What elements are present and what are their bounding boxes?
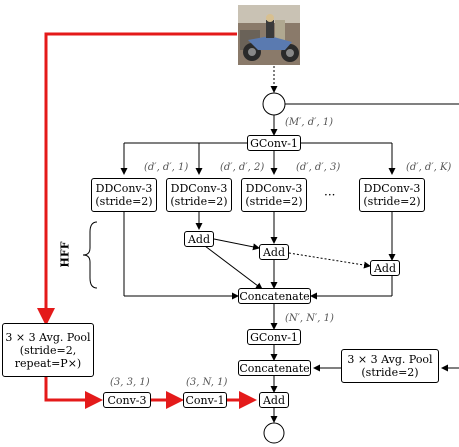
add-box-2: Add [259,244,289,260]
ddconv-box-3: DDConv-3 (stride=2) [241,178,307,212]
ddconv-4-shape-label: (d′, d′, K) [406,162,451,173]
gconv1-bottom-box: GConv-1 [247,329,301,345]
avgpool-left-label: 3 × 3 Avg. Pool [5,331,90,344]
gconv-bottom-shape-label: (N′, N′, 1) [285,313,334,324]
conv1-label: Conv-1 [185,394,224,407]
ddconv-3-shape-label: (d′, d′, 3) [296,162,340,173]
conv1-shape-label: (3, N, 1) [186,377,227,388]
output-node [264,423,284,443]
ddconv-1-stride: (stride=2) [95,195,152,208]
add-box-3: Add [370,260,400,276]
ddconv-3-label: DDConv-3 [246,182,303,195]
concatenate-bottom-box: Concatenate [238,360,311,376]
gconv1-top-box: GConv-1 [247,135,301,151]
conv3-shape-label: (3, 3, 1) [110,377,150,388]
hff-label: HFF [59,241,72,267]
input-node [263,93,285,115]
ddconv-4-stride: (stride=2) [363,195,420,208]
ddconv-4-label: DDConv-3 [364,182,421,195]
gconv1-bottom-label: GConv-1 [250,331,298,344]
concatenate-bottom-label: Concatenate [239,362,309,375]
ddconv-2-shape-label: (d′, d′, 2) [220,162,264,173]
gconv1-top-label: GConv-1 [250,137,298,150]
input-image [238,5,300,65]
ddconv-2-stride: (stride=2) [170,195,227,208]
conv3-label: Conv-3 [107,394,146,407]
ddconv-box-2: DDConv-3 (stride=2) [166,178,232,212]
avgpool-right-stride: (stride=2) [361,366,418,379]
add-3-label: Add [374,262,396,275]
add-final-label: Add [263,394,285,407]
avgpool-left-stride: (stride=2, [20,344,76,357]
concatenate-top-label: Concatenate [239,290,309,303]
add-box-1: Add [184,231,214,247]
conv3-box: Conv-3 [103,392,151,408]
avgpool-right-label: 3 × 3 Avg. Pool [347,353,432,366]
ddconv-1-label: DDConv-3 [96,182,153,195]
avgpool-right-box: 3 × 3 Avg. Pool (stride=2) [341,349,439,383]
ddconv-2-label: DDConv-3 [171,182,228,195]
add-2-label: Add [263,246,285,259]
ddconv-3-stride: (stride=2) [245,195,302,208]
concatenate-top-box: Concatenate [238,288,311,304]
avgpool-left-repeat: repeat=P×) [15,357,81,370]
ddconv-box-4: DDConv-3 (stride=2) [359,178,425,212]
conv1-box: Conv-1 [183,392,227,408]
gconv-top-shape-label: (M′, d′, 1) [285,117,333,128]
add-final-box: Add [259,392,289,408]
ellipsis-label: ··· [324,188,335,202]
ddconv-box-1: DDConv-3 (stride=2) [91,178,157,212]
avgpool-left-box: 3 × 3 Avg. Pool (stride=2, repeat=P×) [2,323,94,377]
add-1-label: Add [188,233,210,246]
ddconv-1-shape-label: (d′, d′, 1) [144,162,188,173]
